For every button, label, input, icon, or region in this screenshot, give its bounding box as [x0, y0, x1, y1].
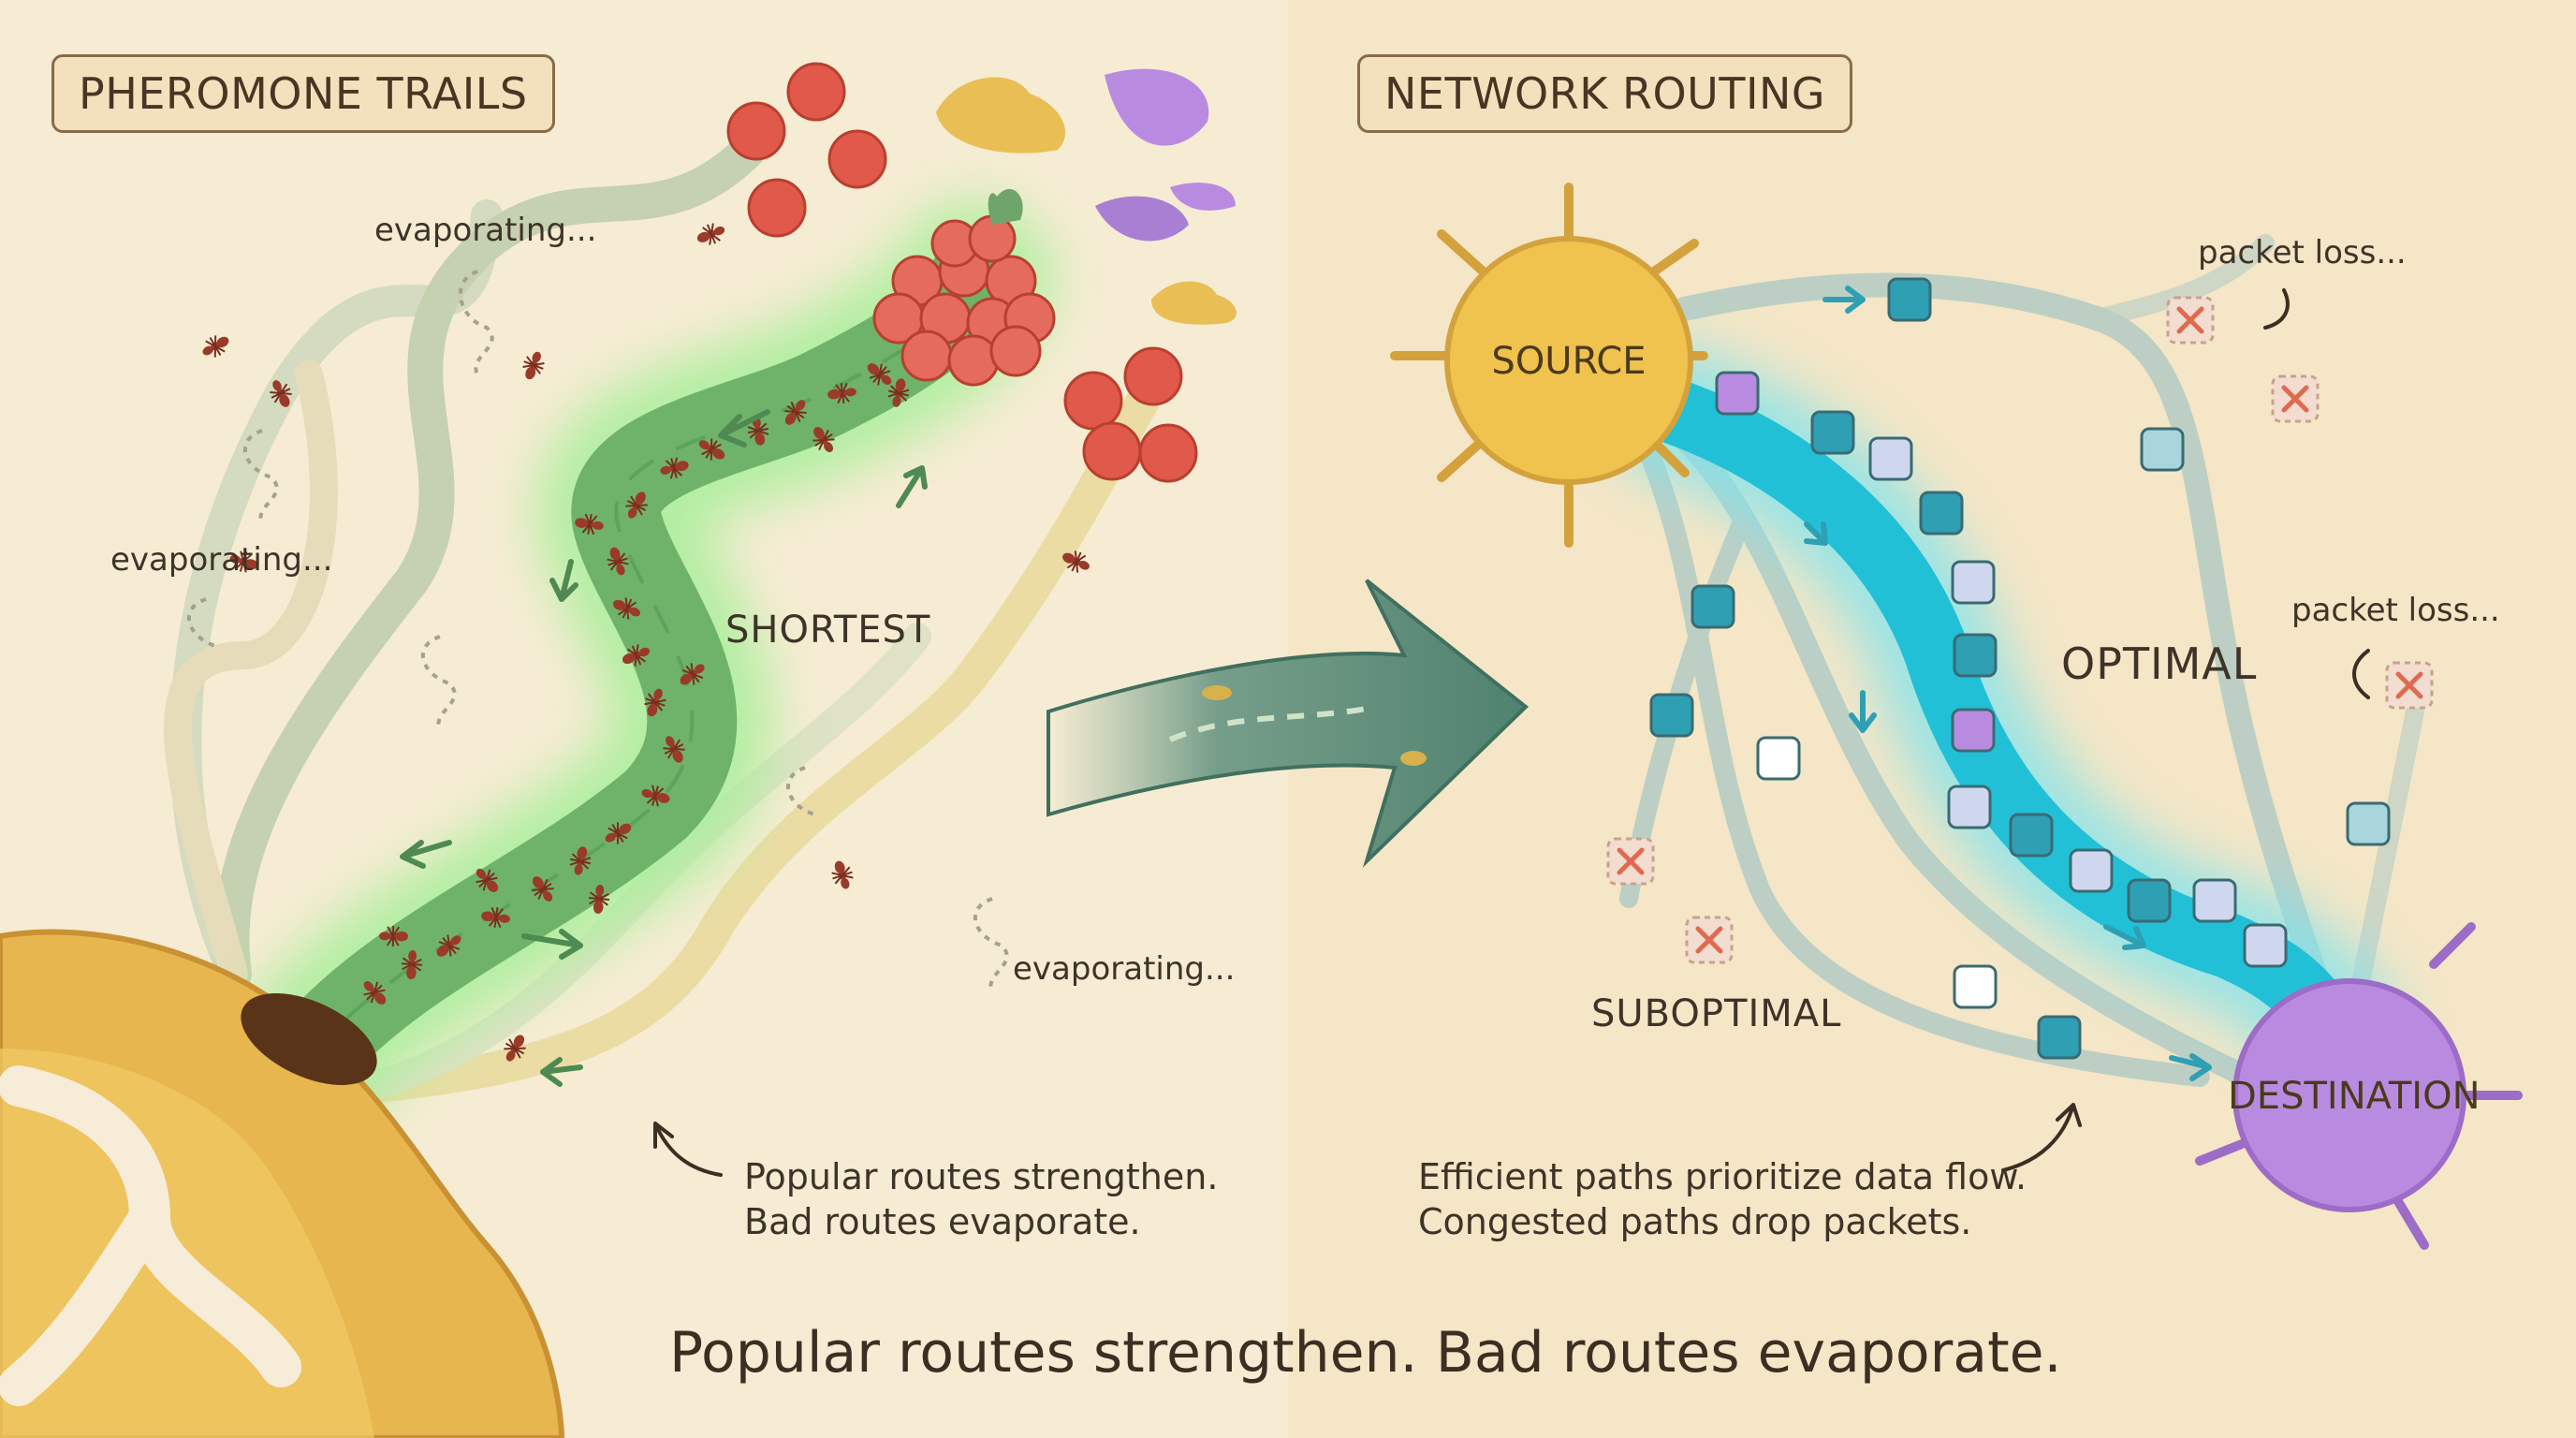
packet — [2071, 850, 2112, 891]
right-caption-line1: Efficient paths prioritize data flow. — [1418, 1153, 2027, 1200]
packet — [2194, 880, 2235, 921]
source-label: SOURCE — [1466, 340, 1672, 383]
packet — [1954, 966, 1996, 1007]
packet — [1692, 586, 1734, 627]
right-caption-line2: Congested paths drop packets. — [1418, 1198, 1971, 1245]
footer-tagline: Popular routes strengthen. Bad routes ev… — [669, 1320, 2062, 1386]
label-evaporating-right: evaporating... — [1013, 950, 1235, 988]
left-caption-line2: Bad routes evaporate. — [744, 1198, 1141, 1245]
label-suboptimal: SUBOPTIMAL — [1591, 992, 1841, 1035]
label-evaporating-top: evaporating... — [374, 212, 596, 249]
packet — [1949, 786, 1990, 828]
packet-drop-marker — [2273, 376, 2318, 421]
packet — [1717, 373, 1758, 414]
packet — [1812, 412, 1853, 453]
packet — [2039, 1017, 2080, 1058]
packet — [1651, 695, 1692, 736]
left-caption-line1: Popular routes strengthen. — [744, 1153, 1218, 1200]
packet — [1758, 738, 1799, 779]
packet — [1870, 438, 1911, 479]
label-shortest: SHORTEST — [725, 609, 930, 652]
packet — [2129, 880, 2170, 921]
panel-title-network: NETWORK ROUTING — [1357, 54, 1852, 133]
packet — [1889, 279, 1930, 320]
label-optimal: OPTIMAL — [2061, 638, 2257, 689]
label-evaporating-left: evaporating... — [110, 541, 332, 579]
label-packet-loss-right: packet loss... — [2291, 592, 2500, 629]
packet — [2348, 803, 2389, 844]
label-packet-loss-top: packet loss... — [2198, 234, 2407, 271]
packet — [1953, 562, 1994, 603]
packet-drop-marker — [2168, 298, 2213, 343]
packet — [1954, 635, 1996, 676]
panel-title-pheromone: PHEROMONE TRAILS — [51, 54, 555, 133]
packet — [1921, 492, 1962, 534]
packet-drop-marker — [2387, 663, 2432, 708]
packet — [2142, 429, 2183, 470]
packet — [1953, 710, 1994, 751]
packet-drop-marker — [1608, 839, 1653, 884]
destination-label: DESTINATION — [2228, 1075, 2471, 1118]
packet-drop-marker — [1687, 917, 1732, 962]
packet — [2011, 814, 2052, 856]
packet — [2245, 925, 2286, 966]
